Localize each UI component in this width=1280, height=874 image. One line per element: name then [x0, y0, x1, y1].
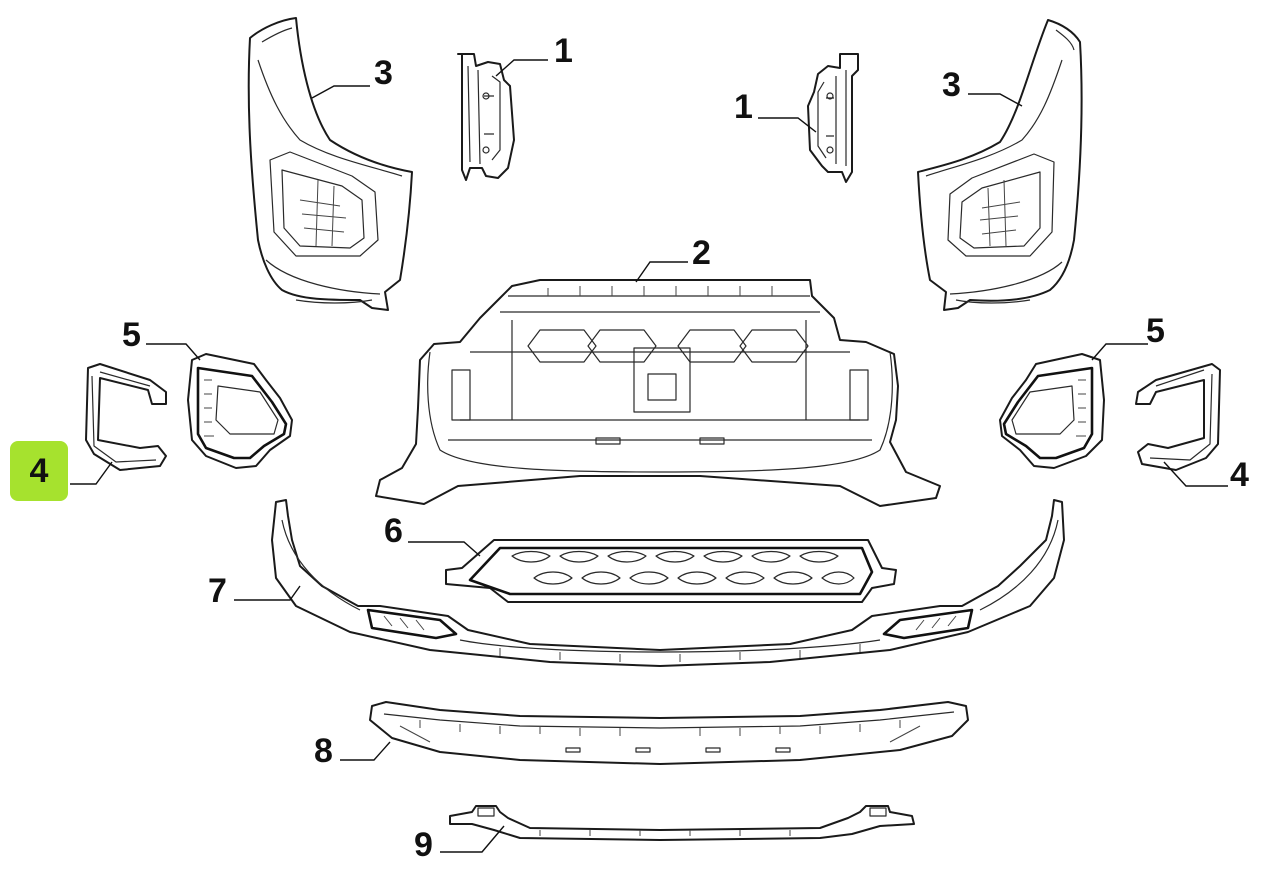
- callout-6[interactable]: 6: [384, 512, 403, 550]
- part-1-right-bracket[interactable]: [807, 53, 859, 183]
- callout-2[interactable]: 2: [692, 234, 711, 272]
- part-4-left-trim-bezel[interactable]: [85, 363, 167, 471]
- part-3-right-side-panel[interactable]: [917, 19, 1083, 311]
- part-9-reinforcement-strip[interactable]: [449, 805, 915, 841]
- part-7-lower-bumper[interactable]: [271, 499, 1065, 667]
- part-8-skid-plate[interactable]: [369, 701, 969, 765]
- leader-lines: [70, 59, 1228, 853]
- part-5-right-fog-lamp[interactable]: [999, 353, 1105, 469]
- callout-labels: 1 1 3 3 2 5 5 4 6 7 8 9: [122, 32, 1249, 864]
- callout-4-right[interactable]: 4: [1230, 456, 1249, 494]
- callout-3-left[interactable]: 3: [374, 54, 393, 92]
- callout-5-left[interactable]: 5: [122, 316, 141, 354]
- part-6-lower-grille[interactable]: [445, 539, 897, 603]
- callout-8[interactable]: 8: [314, 732, 333, 770]
- callout-7[interactable]: 7: [208, 572, 227, 610]
- part-2-bumper-carrier[interactable]: [375, 279, 941, 507]
- part-3-left-side-panel[interactable]: [247, 17, 413, 311]
- callout-5-right[interactable]: 5: [1146, 312, 1165, 350]
- part-5-left-fog-lamp[interactable]: [187, 353, 293, 469]
- callout-9[interactable]: 9: [414, 826, 433, 864]
- callout-1-left[interactable]: 1: [554, 32, 573, 70]
- callout-1-right[interactable]: 1: [734, 88, 753, 126]
- callout-4-left-label: 4: [29, 451, 49, 490]
- part-4-right-trim-bezel[interactable]: [1135, 363, 1221, 471]
- callout-3-right[interactable]: 3: [942, 66, 961, 104]
- callout-4-left-highlighted[interactable]: 4: [10, 441, 68, 501]
- part-1-left-bracket[interactable]: [457, 53, 515, 181]
